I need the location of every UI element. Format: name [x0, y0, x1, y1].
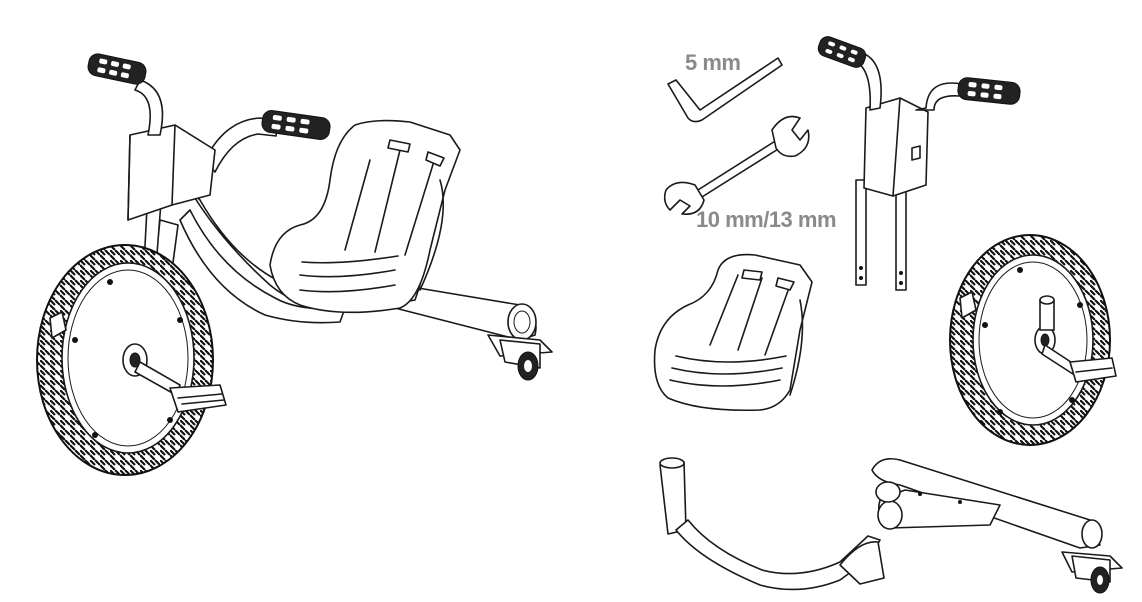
- front-pedal: [134, 361, 227, 413]
- front-wheel-part: [949, 234, 1117, 446]
- front-wheel: [36, 244, 214, 476]
- handlebar-fork-part: [817, 36, 1021, 291]
- steering-head: [127, 124, 216, 221]
- seat-part: [653, 253, 813, 412]
- hex-key-size-label: 5 mm: [685, 50, 741, 75]
- open-wrench-tool: [663, 115, 810, 216]
- rear-axle-bar: [394, 284, 537, 341]
- assembled-trike: [36, 53, 553, 476]
- handlebar-stem: [87, 53, 331, 140]
- wrench-size-label: 10 mm/13 mm: [696, 207, 837, 232]
- seat-mounted: [269, 119, 461, 314]
- rear-caster-wheel: [487, 334, 553, 381]
- frame-part: [659, 457, 1123, 594]
- hex-key-tool: [667, 57, 783, 123]
